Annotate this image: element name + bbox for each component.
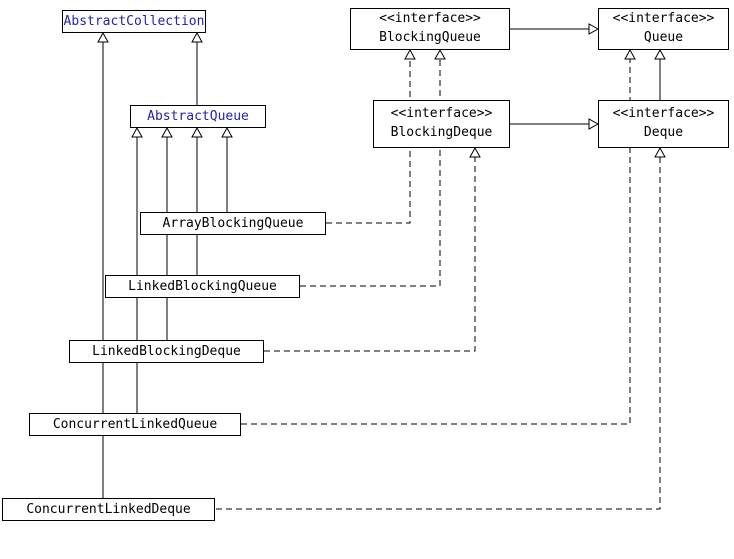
- edge-concurrentlinkedqueue-implements-queue: [241, 48, 636, 425]
- interface-label: BlockingQueue: [379, 30, 481, 45]
- interface-blockingdeque: <<interface>> BlockingDeque: [373, 100, 510, 148]
- class-concurrentlinkedqueue: ConcurrentLinkedQueue: [29, 413, 241, 436]
- class-linkedblockingqueue: LinkedBlockingQueue: [105, 275, 300, 298]
- edge-concurrentlinkedqueue-to-abstractqueue: [131, 126, 143, 413]
- interface-stereotype: <<interface>>: [612, 11, 715, 27]
- edge-linkedblockingdeque-to-abstractqueue: [161, 126, 173, 340]
- edge-arrayblockingqueue-to-abstractqueue: [221, 126, 233, 212]
- class-label: LinkedBlockingDeque: [92, 344, 241, 359]
- class-label: ConcurrentLinkedDeque: [26, 502, 191, 517]
- interface-label: Deque: [643, 125, 684, 140]
- class-label: LinkedBlockingQueue: [128, 279, 277, 294]
- edge-linkedblockingqueue-implements-blockingqueue: [300, 48, 446, 287]
- interface-stereotype: <<interface>>: [379, 11, 481, 27]
- interface-blockingqueue: <<interface>> BlockingQueue: [350, 8, 510, 50]
- class-label: ArrayBlockingQueue: [162, 216, 304, 231]
- edge-linkedblockingdeque-implements-blockingdeque: [264, 146, 481, 352]
- edge-blockingqueue-to-queue: [510, 23, 600, 35]
- edge-blockingdeque-to-deque: [510, 118, 600, 130]
- edge-linkedblockingqueue-to-abstractqueue: [191, 126, 203, 275]
- interface-label: Queue: [643, 30, 684, 45]
- class-linkedblockingdeque: LinkedBlockingDeque: [69, 340, 264, 363]
- edge-concurrentlinkeddeque-implements-deque: [216, 146, 666, 510]
- edge-abstractqueue-to-abstractcollection: [191, 31, 203, 105]
- interface-stereotype: <<interface>>: [612, 106, 715, 122]
- interface-queue: <<interface>> Queue: [598, 8, 729, 50]
- class-label: AbstractQueue: [147, 109, 249, 124]
- interface-deque: <<interface>> Deque: [598, 100, 729, 148]
- class-abstractcollection: AbstractCollection: [62, 10, 206, 33]
- class-concurrentlinkeddeque: ConcurrentLinkedDeque: [2, 498, 215, 521]
- class-label: ConcurrentLinkedQueue: [52, 417, 218, 432]
- interface-stereotype: <<interface>>: [390, 106, 493, 122]
- class-arrayblockingqueue: ArrayBlockingQueue: [140, 212, 326, 235]
- class-abstractqueue: AbstractQueue: [130, 105, 266, 128]
- interface-label: BlockingDeque: [390, 125, 493, 140]
- edge-deque-to-queue: [654, 48, 666, 100]
- class-label: AbstractCollection: [63, 14, 205, 29]
